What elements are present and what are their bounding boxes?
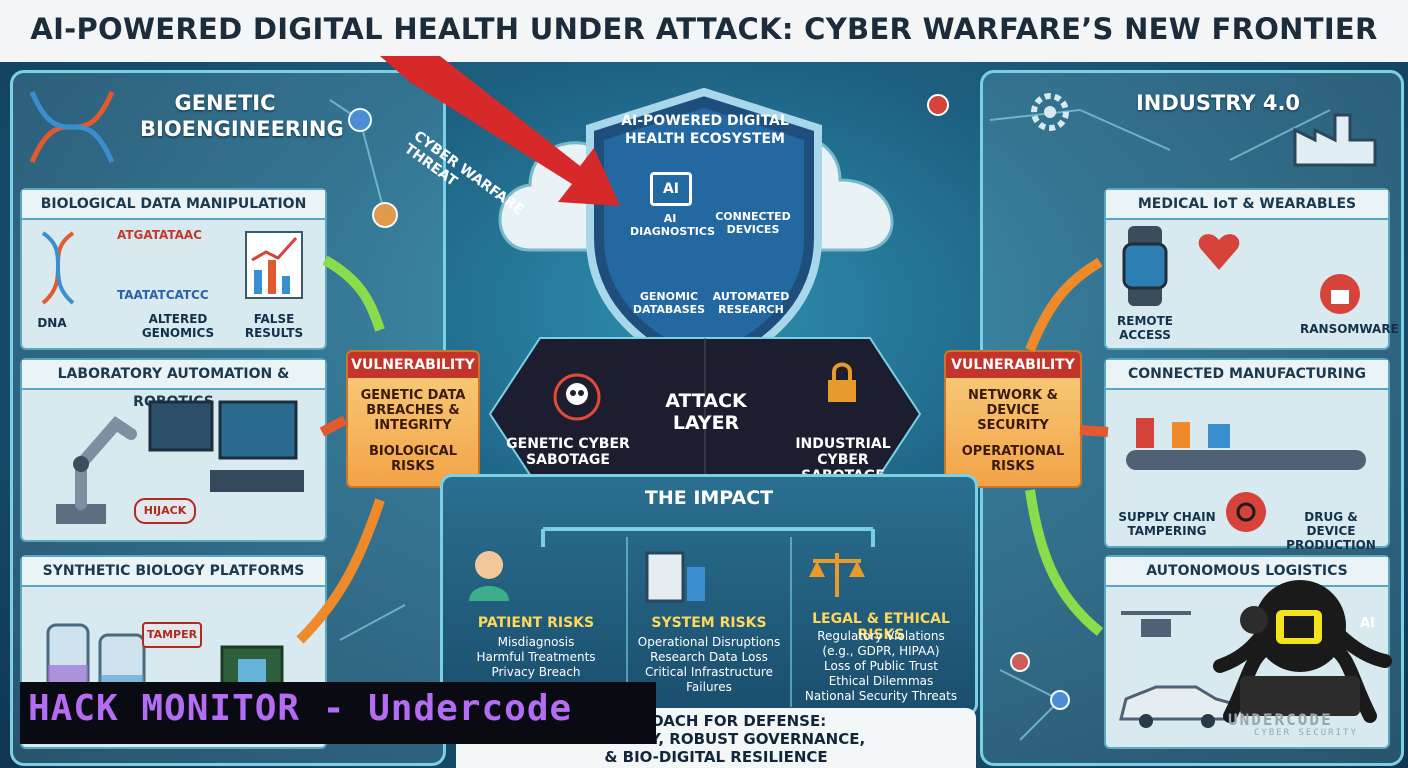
title-bar bbox=[0, 0, 1408, 62]
impact-legal-line: Loss of Public Trust bbox=[824, 659, 938, 673]
page-title: AI-POWERED DIGITAL HEALTH UNDER ATTACK: … bbox=[30, 12, 1378, 46]
impact-legal-line: (e.g., GDPR, HIPAA) bbox=[822, 644, 940, 658]
impact-divider bbox=[626, 537, 628, 707]
defense-line-3: & BIO-DIGITAL RESILIENCE bbox=[604, 748, 828, 766]
label-remote-access: REMOTE ACCESS bbox=[1117, 314, 1173, 342]
conveyor-icon bbox=[1126, 418, 1366, 470]
watermark-text: HACK MONITOR - Undercode bbox=[28, 688, 573, 729]
undercode-logo-icon bbox=[1213, 580, 1392, 723]
robot-arm-icon bbox=[56, 416, 137, 524]
label-altered-genomics: ALTERED GENOMICS bbox=[141, 312, 215, 340]
hijack-tag: HIJACK bbox=[134, 498, 196, 524]
label-false-results: FALSE RESULTS bbox=[244, 312, 304, 340]
monitor-icon bbox=[148, 400, 304, 492]
heart-icon bbox=[1198, 234, 1240, 270]
drone-icon bbox=[1121, 611, 1191, 637]
impact-system-title: SYSTEM RISKS bbox=[651, 615, 767, 631]
lock-icon bbox=[828, 362, 856, 402]
impact-patient-line: Misdiagnosis bbox=[497, 635, 575, 649]
threat-arrow bbox=[380, 56, 620, 206]
attack-layer-label: ATTACK LAYER bbox=[665, 390, 747, 434]
impact-patient-line: Harmful Treatments bbox=[476, 650, 596, 664]
impact-legal-title: LEGAL & ETHICAL RISKS bbox=[812, 611, 950, 643]
vulnerability-head: VULNERABILITY bbox=[348, 352, 478, 378]
impact-legal-line: Regulatory Violations bbox=[817, 629, 945, 643]
molecule-icon bbox=[348, 94, 1070, 710]
defense-line-1: APPROACH FOR DEFENSE: bbox=[605, 712, 827, 730]
card-title: CONNECTED MANUFACTURING bbox=[1106, 360, 1388, 390]
gear-icon bbox=[1031, 93, 1069, 131]
impact-patient-title: PATIENT RISKS bbox=[477, 615, 595, 631]
biological-data-card: BIOLOGICAL DATA MANIPULATION ATGATATAAC … bbox=[20, 188, 327, 350]
ai-chip-icon: AI bbox=[650, 172, 692, 206]
smartwatch-icon bbox=[1122, 226, 1168, 306]
label-ransomware: RANSOMWARE bbox=[1300, 322, 1399, 336]
dna-icon bbox=[29, 91, 115, 163]
sequence-top: ATGATATAAC bbox=[117, 228, 202, 242]
connected-manufacturing-card: CONNECTED MANUFACTURING SUPPLY CHAIN TAM… bbox=[1104, 358, 1390, 552]
undercode-logo-subtext: CYBER SECURITY bbox=[1254, 728, 1358, 738]
medical-iot-card: MEDICAL IoT & WEARABLES REMOTE ACCESS RA… bbox=[1104, 188, 1399, 350]
ransomware-icon bbox=[1320, 274, 1360, 314]
impact-divider bbox=[790, 537, 792, 707]
card-title: MEDICAL IoT & WEARABLES bbox=[1106, 190, 1388, 220]
label-supply-chain: SUPPLY CHAIN TAMPERING bbox=[1118, 510, 1216, 538]
label-drug-device: DRUG & DEVICE PRODUCTION bbox=[1286, 510, 1376, 552]
scales-icon bbox=[809, 553, 865, 597]
card-title: AUTONOMOUS LOGISTICS bbox=[1106, 557, 1388, 587]
attack-left-label: GENETIC CYBER SABOTAGE bbox=[506, 436, 630, 468]
right-heading: INDUSTRY 4.0 bbox=[1135, 91, 1301, 115]
shield-item-connected-devices: CONNECTED DEVICES bbox=[715, 210, 791, 236]
vulnerability-head: VULNERABILITY bbox=[946, 352, 1080, 378]
vulnerability-right: VULNERABILITY NETWORK & DEVICE SECURITY … bbox=[944, 350, 1082, 488]
tamper-tag: TAMPER bbox=[142, 622, 202, 648]
vulnerability-line: BIOLOGICAL RISKS bbox=[368, 444, 458, 474]
shield-title: AI-POWERED DIGITAL HEALTH ECOSYSTEM bbox=[621, 113, 789, 147]
shield-item-genomic-databases: GENOMIC DATABASES bbox=[632, 290, 706, 316]
impact-arrows bbox=[541, 527, 875, 547]
factory-icon bbox=[1293, 113, 1377, 167]
vulnerability-line: OPERATIONAL RISKS bbox=[961, 444, 1065, 474]
vulnerability-left: VULNERABILITY GENETIC DATA BREACHES & IN… bbox=[346, 350, 480, 488]
card-title: BIOLOGICAL DATA MANIPULATION bbox=[22, 190, 325, 220]
vulnerability-line: NETWORK & DEVICE SECURITY bbox=[968, 388, 1058, 433]
impact-panel: THE IMPACT PATIENT RISKS Misdiagnosis Ha… bbox=[440, 474, 978, 716]
server-icon bbox=[645, 551, 705, 603]
watermark-bar bbox=[20, 682, 656, 744]
impact-system-line: Critical Infrastructure bbox=[645, 665, 773, 679]
impact-system-line: Research Data Loss bbox=[650, 650, 768, 664]
impact-legal-line: National Security Threats bbox=[804, 689, 958, 703]
lab-automation-card: LABORATORY AUTOMATION & ROBOTICS HIJACK bbox=[20, 358, 327, 542]
left-heading: GENETIC BIOENGINEERING bbox=[140, 91, 344, 141]
impact-legal-line: Ethical Dilemmas bbox=[828, 674, 934, 688]
false-results-chart-icon bbox=[245, 231, 303, 299]
sequence-bottom: TAATATCATCC bbox=[117, 288, 209, 302]
dna-strand-icon bbox=[41, 231, 75, 305]
vulnerability-line: GENETIC DATA BREACHES & INTEGRITY bbox=[360, 388, 466, 433]
patient-icon bbox=[469, 551, 509, 601]
shield-icon bbox=[586, 87, 822, 379]
undercode-logo-text: UNDERCODE bbox=[1228, 710, 1333, 729]
skull-icon bbox=[553, 373, 601, 421]
shield-item-ai-diagnostics: AI DIAGNOSTICS bbox=[630, 212, 716, 238]
impact-system-line: Operational Disruptions bbox=[637, 635, 781, 649]
card-title: SYNTHETIC BIOLOGY PLATFORMS bbox=[22, 557, 325, 587]
impact-heading: THE IMPACT bbox=[644, 487, 774, 509]
impact-system-line: Failures bbox=[686, 680, 732, 694]
label-dna: DNA bbox=[37, 316, 67, 330]
biohazard-icon bbox=[1226, 492, 1266, 532]
undercode-logo-ai: AI bbox=[1360, 616, 1375, 631]
shield-item-automated-research: AUTOMATED RESEARCH bbox=[712, 290, 790, 316]
impact-patient-line: Privacy Breach bbox=[491, 665, 581, 679]
